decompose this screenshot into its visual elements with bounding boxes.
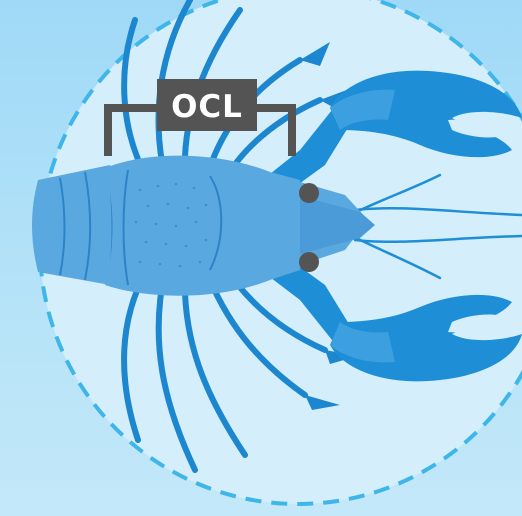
eye-top (299, 183, 319, 203)
eye-bottom (299, 252, 319, 272)
tail (32, 165, 116, 285)
label-text: OCL (171, 89, 243, 125)
